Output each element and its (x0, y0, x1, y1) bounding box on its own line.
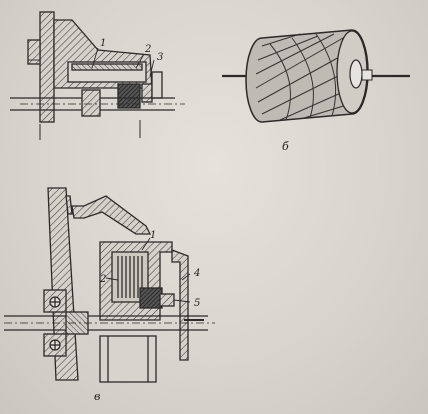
callout-5: 5 (194, 298, 200, 309)
callout-1: 1 (150, 230, 156, 241)
drawing-bottom (4, 187, 215, 383)
callout-3: 3 (157, 52, 163, 63)
caption-v: в (94, 390, 100, 403)
callout-1: 1 (100, 38, 106, 49)
drawing-top-left (10, 11, 185, 140)
caption-b: б (282, 140, 289, 153)
callout-4: 4 (193, 268, 200, 279)
callout-2: 2 (99, 274, 106, 285)
top-left-callouts: 1 2 3 (100, 38, 163, 63)
rotor-illustration (222, 29, 410, 123)
callout-2: 2 (144, 44, 151, 55)
bottom-callouts: 1 2 4 5 (99, 230, 200, 309)
